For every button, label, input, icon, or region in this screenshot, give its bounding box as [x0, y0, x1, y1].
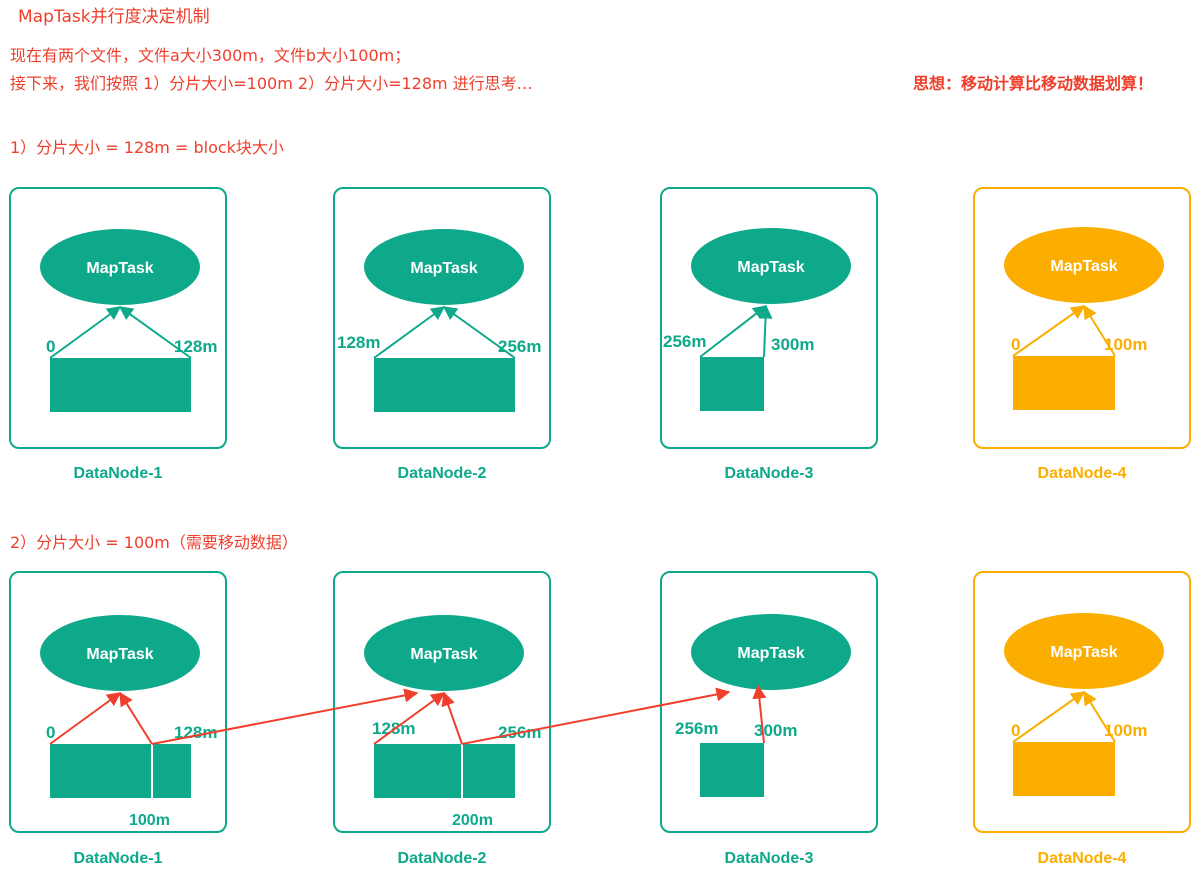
section-1-node-4-box: [973, 187, 1191, 449]
section-2-node-3-data-block: [700, 743, 764, 797]
section-1-node-2-maptask-ellipse: [364, 229, 524, 305]
section-2-node-3-name: DataNode-3: [725, 850, 814, 867]
section-1-node-3-box: [660, 187, 878, 449]
section-1-node-2-name: DataNode-2: [398, 465, 487, 482]
section-1-node-3-split-arrow-right: [758, 304, 773, 358]
section-1-node-1-split-arrow-right: [118, 306, 192, 359]
section-1-node-2-data-block: [374, 358, 515, 412]
section-2-node-4-box: [973, 571, 1191, 833]
section-2-node-1-box: [9, 571, 227, 833]
section-1-node-4-split-arrow-right: [1083, 304, 1116, 357]
section-2-node-1-maptask-label: MapTask: [86, 646, 153, 663]
section-2-node-4-split-arrow-left: [1012, 691, 1086, 743]
section-1-heading: 1）分片大小 = 128m = block块大小: [10, 138, 284, 157]
intro-line-2: 接下来，我们按照 1）分片大小=100m 2）分片大小=128m 进行思考…: [10, 74, 533, 93]
section-2-node-3-start-label: 256m: [675, 719, 718, 738]
section-1-node-3-maptask-label: MapTask: [737, 259, 804, 276]
section-1-node-3-start-label: 256m: [663, 332, 706, 351]
section-2-node-4-data-block: [1013, 742, 1115, 796]
section-1-node-1-start-label: 0: [46, 337, 55, 356]
section-2-node-3-maptask-label: MapTask: [737, 645, 804, 662]
section-2-node-4-name: DataNode-4: [1038, 850, 1127, 867]
section-2-node-2-maptask-ellipse: [364, 615, 524, 691]
section-1-node-4-maptask-label: MapTask: [1050, 258, 1117, 275]
section-2-node-1-maptask-ellipse: [40, 615, 200, 691]
section-2-node-1-split-arrow-right: [119, 691, 153, 745]
section-1-node-1-name: DataNode-1: [74, 465, 163, 482]
section-1-node-3-data-block: [700, 357, 764, 411]
section-1-node-4-data-block: [1013, 356, 1115, 410]
section-1-node-2-split-arrow-left: [373, 306, 446, 359]
section-1-node-1-box: [9, 187, 227, 449]
section-1-node-1-data-block: [50, 358, 191, 412]
section-2-node-2-split-label: 200m: [452, 812, 493, 829]
section-2-node-2-split-arrow-left: [373, 692, 446, 745]
section-2-node-3-end-label: 300m: [754, 721, 797, 740]
section-2-node-1-name: DataNode-1: [74, 850, 163, 867]
section-1-node-4-start-label: 0: [1011, 335, 1020, 354]
section-2-node-4-start-label: 0: [1011, 721, 1020, 740]
section-1-node-2-maptask-label: MapTask: [410, 260, 477, 277]
section-1-node-4-split-arrow-left: [1012, 305, 1086, 357]
section-2-node-1-split-arrow-left: [49, 692, 122, 745]
intro-line-1: 现在有两个文件，文件a大小300m，文件b大小100m；: [10, 46, 411, 65]
section-1-node-4-maptask-ellipse: [1004, 227, 1164, 303]
section-2-node-2-box: [333, 571, 551, 833]
section-1-node-3-name: DataNode-3: [725, 465, 814, 482]
section-2-node-2-maptask-label: MapTask: [410, 646, 477, 663]
section-2-heading: 2）分片大小 = 100m（需要移动数据）: [10, 533, 298, 552]
section-2-node-3-split-arrow-right: [752, 684, 767, 744]
section-1-node-3-end-label: 300m: [771, 335, 814, 354]
section-2-node-4-end-label: 100m: [1104, 721, 1147, 740]
section-1-node-2-end-label: 256m: [498, 337, 541, 356]
section-2-node-3-box: [660, 571, 878, 833]
section-1-node-2-split-arrow-right: [442, 306, 516, 359]
section-2-node-4-split-arrow-right: [1083, 690, 1116, 743]
section-1-node-1-end-label: 128m: [174, 337, 217, 356]
section-1-node-3-maptask-ellipse: [691, 228, 851, 304]
move-arrow-node1-to-node2: [151, 688, 419, 745]
section-1-node-4-name: DataNode-4: [1038, 465, 1127, 482]
section-2-node-1-data-block: [50, 744, 191, 798]
section-1-node-1-maptask-label: MapTask: [86, 260, 153, 277]
section-2-node-4-maptask-label: MapTask: [1050, 644, 1117, 661]
section-1-node-1-split-arrow-left: [49, 306, 122, 359]
section-2-node-3-maptask-ellipse: [691, 614, 851, 690]
idea-note: 思想：移动计算比移动数据划算！: [913, 74, 1154, 93]
section-1-node-2-box: [333, 187, 551, 449]
section-1-node-2-start-label: 128m: [337, 333, 380, 352]
section-1-node-3-split-arrow-left: [699, 305, 768, 358]
section-1-node-1-maptask-ellipse: [40, 229, 200, 305]
section-1-node-4-end-label: 100m: [1104, 335, 1147, 354]
section-2-node-2-split-arrow-right: [441, 691, 463, 745]
section-2-node-1-start-label: 0: [46, 723, 55, 742]
section-2-node-1-split-label: 100m: [129, 812, 170, 829]
move-arrow-node2-to-node3: [461, 687, 731, 745]
diagram-title: MapTask并行度决定机制: [18, 7, 210, 27]
section-2-node-2-data-block: [374, 744, 515, 798]
section-2-node-2-name: DataNode-2: [398, 850, 487, 867]
section-2-node-4-maptask-ellipse: [1004, 613, 1164, 689]
